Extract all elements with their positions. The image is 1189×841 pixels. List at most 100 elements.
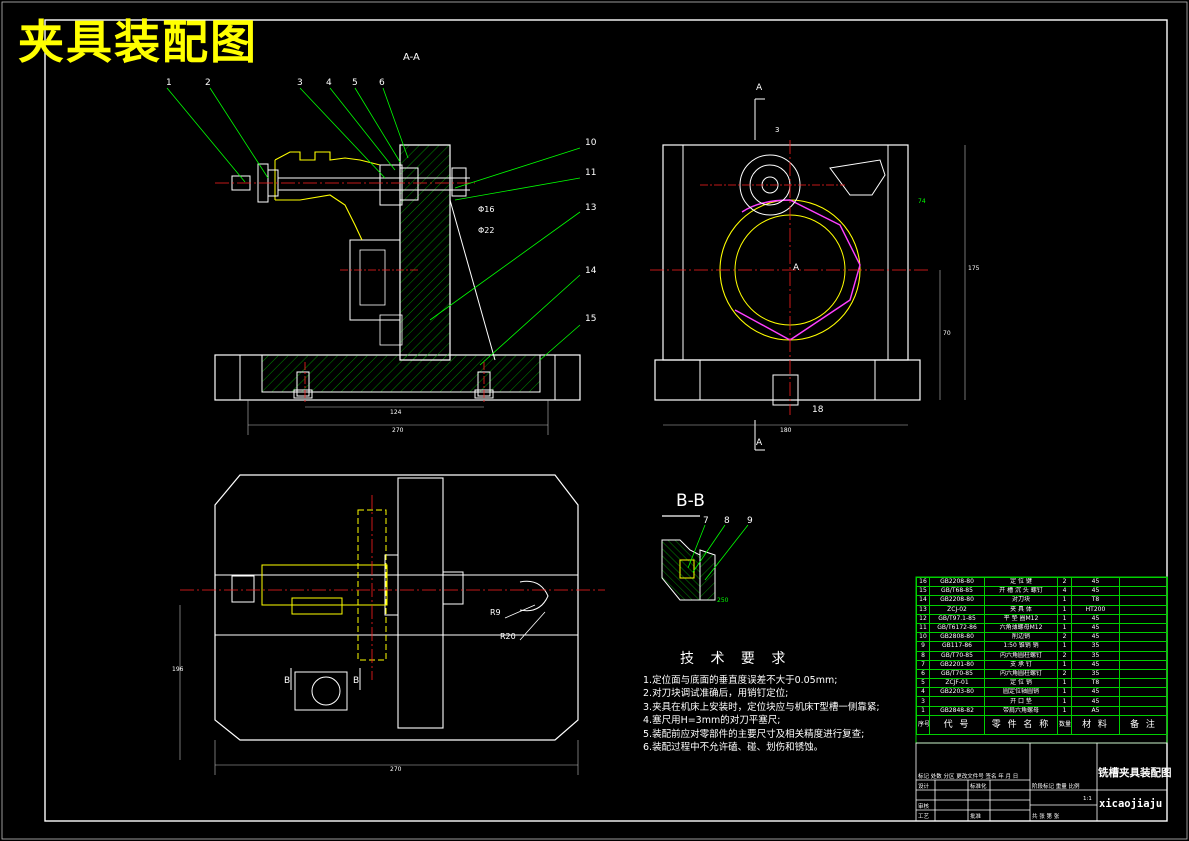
part-number-2: 2	[205, 78, 211, 88]
bom-cell-note	[1119, 622, 1168, 634]
dim-74: 74	[918, 198, 926, 205]
part-number-11: 11	[585, 168, 597, 178]
bom-cell-name: 开 口 垫	[984, 696, 1058, 707]
bom-cell-qty: 2	[1057, 668, 1072, 680]
bom-cell-mat: 35	[1071, 641, 1120, 652]
bom-cell-mat: T8	[1071, 595, 1120, 606]
title-block-grid	[915, 742, 1168, 822]
bom-cell-no: 13	[916, 604, 930, 615]
tb-stage: 阶段标记 重量 比例	[1032, 784, 1080, 790]
bom-cell-code: GB117-86	[929, 641, 985, 652]
bom-cell-mat: A5	[1071, 705, 1120, 716]
view-section-bb	[661, 515, 749, 601]
bom-cell-note	[1119, 705, 1168, 716]
bom-cell-no: 7	[916, 659, 930, 670]
section-arrow-b-right: B	[353, 676, 360, 686]
bom-cell-note	[1119, 586, 1168, 597]
bom-cell-mat: T8	[1071, 678, 1120, 689]
bom-cell-name: 夹 具 体	[984, 604, 1058, 615]
tb-design: 设计	[918, 784, 930, 790]
dim-70: 70	[943, 330, 951, 337]
dim-3: 3	[775, 126, 780, 134]
bom-cell-note	[1119, 604, 1168, 615]
view-section-aa	[166, 87, 581, 435]
part-number-3: 3	[297, 78, 303, 88]
drawing-title-banner: 夹具装配图	[18, 15, 258, 69]
bom-header-no: 序号	[916, 714, 930, 735]
bom-cell-code	[929, 696, 985, 707]
bom-cell-note	[1119, 687, 1168, 698]
dim-270: 270	[392, 427, 404, 434]
bom-cell-code: GB/T70-85	[929, 668, 985, 680]
bom-cell-name: 内六角圆柱螺钉	[984, 650, 1058, 661]
bom-cell-mat: 35	[1071, 650, 1120, 661]
bom-cell-name: 定 位 键	[984, 576, 1058, 588]
section-label-aa: A-A	[403, 52, 420, 63]
bom-header-qty: 数量	[1057, 714, 1072, 735]
tech-req-item: 1.定位面与底面的垂直度误差不大于0.05mm;	[643, 675, 838, 686]
dim-180: 180	[780, 427, 792, 434]
tech-req-item: 6.装配过程中不允许磕、碰、划伤和锈蚀。	[643, 742, 824, 754]
bom-cell-name: 定 位 销	[984, 678, 1058, 689]
bom-cell-no: 4	[916, 687, 930, 698]
dim-270b: 270	[390, 766, 402, 773]
section-arrow-a-top: A	[756, 83, 763, 93]
bom-cell-no: 14	[916, 595, 930, 606]
bom-cell-note	[1119, 613, 1168, 624]
bom-cell-name: 内六角圆柱螺钉	[984, 668, 1058, 680]
bom-cell-note	[1119, 696, 1168, 707]
drawing-code: xicaojiaju	[1099, 798, 1163, 810]
bom-cell-code: GB2808-80	[929, 632, 985, 643]
bom-cell-no: 5	[916, 678, 930, 689]
bom-cell-code: GB2208-80	[929, 576, 985, 588]
bom-cell-qty: 1	[1057, 705, 1072, 716]
dim-r20: R20	[500, 632, 516, 641]
bom-cell-qty: 2	[1057, 576, 1072, 588]
bom-cell-code: GB2201-80	[929, 659, 985, 670]
bom-cell-qty: 1	[1057, 687, 1072, 698]
bom-cell-name: 支 承 钉	[984, 659, 1058, 670]
part-number-5: 5	[352, 78, 358, 88]
bom-cell-name: 1:50 锥销 销	[984, 641, 1058, 652]
bom-cell-note	[1119, 659, 1168, 670]
bom-cell-name: 对刀块	[984, 595, 1058, 606]
tb-craft: 工艺	[918, 814, 930, 820]
bom-cell-code: GB/T68-85	[929, 586, 985, 597]
bom-cell-name: 六角薄螺母M12	[984, 622, 1058, 634]
bom-cell-no: 15	[916, 586, 930, 597]
tb-scale: 1:1	[1083, 796, 1092, 802]
bom-cell-qty: 1	[1057, 613, 1072, 624]
bom-cell-note	[1119, 668, 1168, 680]
bom-cell-note	[1119, 641, 1168, 652]
tech-req-heading: 技 术 要 求	[680, 651, 792, 667]
tb-revision-row: 标记 处数 分区 更改文件号 签名 年 月 日	[918, 774, 1019, 780]
bom-cell-note	[1119, 595, 1168, 606]
bom-cell-mat: 45	[1071, 613, 1120, 624]
bom-cell-code: GB/T6172-86	[929, 622, 985, 634]
bom-cell-mat: HT200	[1071, 604, 1120, 615]
part-number-15: 15	[585, 314, 597, 324]
bom-cell-code: GB/T97.1-85	[929, 613, 985, 624]
dim-r9: R9	[490, 608, 501, 617]
part-number-13: 13	[585, 203, 597, 213]
bom-cell-no: 3	[916, 696, 930, 707]
bom-cell-mat: 35	[1071, 668, 1120, 680]
tb-review: 审核	[918, 804, 930, 810]
tech-req-item: 4.塞尺用H=3mm的对刀平塞尺;	[643, 715, 781, 727]
bom-cell-qty: 1	[1057, 641, 1072, 652]
tech-req-item: 2.对刀块调试准确后，用销钉定位;	[643, 688, 789, 700]
section-label-bb: B-B	[676, 491, 705, 511]
bom-header-row: 序号 代 号 零 件 名 称 数量 材 料 备 注	[916, 714, 1168, 735]
dim-fit-16: Φ16	[478, 205, 495, 214]
